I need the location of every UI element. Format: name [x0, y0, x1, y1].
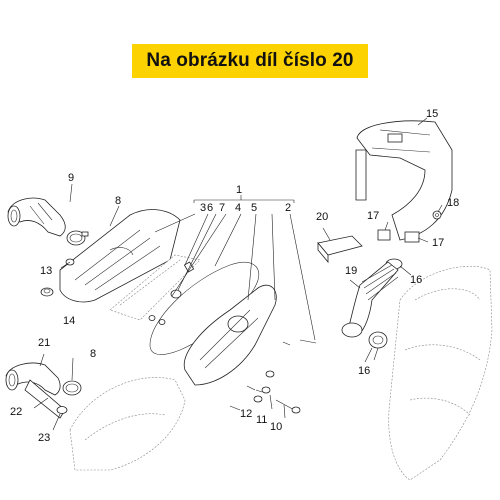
- air-duct-part-15: [355, 120, 453, 241]
- drain-plug-part-16-lower: [368, 331, 388, 361]
- foam-pads-part-17: [377, 229, 420, 243]
- fastener-part-18: [432, 210, 442, 220]
- callout-21: 21: [38, 337, 50, 349]
- filter-pad-part-20: [317, 235, 363, 264]
- callout-10: 10: [270, 421, 282, 433]
- callout-19: 19: [345, 265, 357, 277]
- callout-16-lower: 16: [358, 365, 370, 377]
- callout-3: 3: [200, 202, 206, 214]
- callout-20: 20: [316, 211, 328, 223]
- callout-labels: 1 3 6 7 4 5 2 9 8 13 14 15 18 17 17 20 1…: [10, 108, 459, 444]
- gasket-part-4: [149, 261, 260, 355]
- bolt-part-10: [275, 399, 301, 414]
- leader-lines: [33, 117, 443, 431]
- callout-16-upper: 16: [410, 274, 422, 286]
- callout-7: 7: [219, 202, 225, 214]
- filter-cover-part-5: [183, 284, 277, 386]
- filter-element: [109, 254, 201, 321]
- callout-6: 6: [207, 202, 213, 214]
- callout-17-left: 17: [367, 210, 379, 222]
- part-number-banner: Na obrázku díl číslo 20: [132, 44, 368, 78]
- callout-17-right: 17: [432, 237, 444, 249]
- nut-part-14: [40, 287, 54, 297]
- callout-4: 4: [235, 202, 241, 214]
- nut-part-12: [253, 370, 275, 403]
- callout-1: 1: [236, 184, 242, 196]
- callout-2: 2: [285, 202, 291, 214]
- callout-18: 18: [447, 197, 459, 209]
- callout-11: 11: [256, 414, 267, 426]
- callout-13: 13: [40, 265, 52, 277]
- nut-part-23: [56, 406, 68, 414]
- callout-23: 23: [38, 432, 50, 444]
- engine-housing-ghost-right: [388, 265, 493, 481]
- callout-8-upper: 8: [115, 195, 121, 207]
- hose-clamp-part-8-upper: [66, 230, 89, 246]
- callout-22: 22: [10, 406, 22, 418]
- intake-elbow-part-9: [7, 197, 66, 237]
- group-1-bracket: [193, 195, 295, 203]
- washer-part-11: [261, 386, 271, 394]
- hose-clamp-part-8-lower: [62, 380, 82, 396]
- fasteners-parts-3-6-7: [148, 261, 195, 325]
- callout-8-lower: 8: [90, 348, 96, 360]
- callout-15: 15: [426, 108, 438, 120]
- callout-5: 5: [251, 202, 257, 214]
- bellows-hose-part-19: [341, 261, 399, 338]
- screws-cover: [229, 339, 317, 411]
- callout-12: 12: [240, 408, 252, 420]
- intake-elbow-part-21: [5, 362, 66, 419]
- callout-9: 9: [68, 172, 74, 184]
- callout-14: 14: [63, 315, 75, 327]
- engine-housing-ghost-bottom: [69, 377, 186, 471]
